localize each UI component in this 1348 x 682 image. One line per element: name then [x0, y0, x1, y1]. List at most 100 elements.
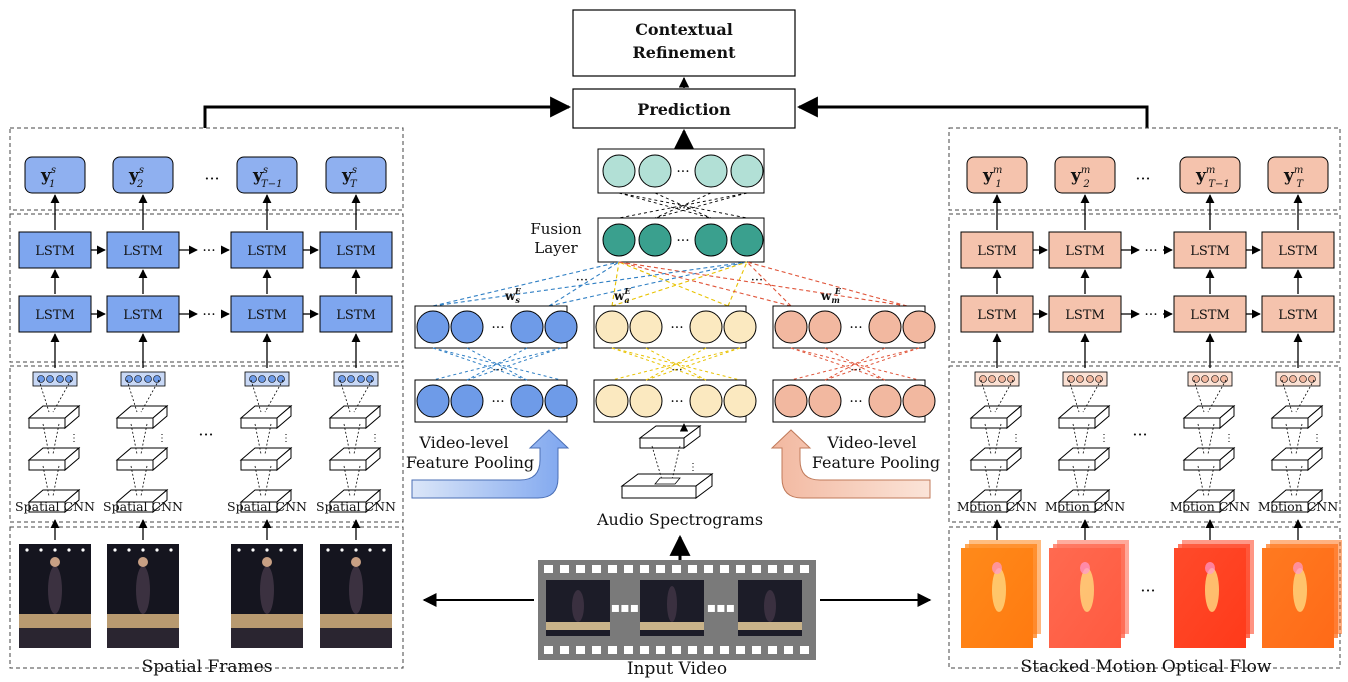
sprocket-hole: [672, 565, 681, 573]
pool-connection: [790, 347, 920, 381]
pool-connection: [645, 347, 707, 381]
fusion-input-connection: [611, 261, 620, 307]
svg-text:LSTM: LSTM: [336, 308, 376, 323]
pool-orange-bottom-node-2: [808, 384, 842, 418]
left-output-y: y: [40, 166, 52, 186]
right-lstm-1-1: LSTM: [960, 231, 1034, 269]
pool-yellow-top-node-2: [629, 310, 663, 344]
pool-connection: [611, 347, 741, 381]
left-lstm-1-3: LSTM: [230, 231, 304, 269]
right-feature-vector-3: [1187, 371, 1233, 387]
teal-mid-ellipsis: ···: [676, 233, 689, 249]
spatial-frame-3: [231, 544, 303, 648]
center-fusion: ··· ··· ··· Fusion Layer ···············…: [406, 148, 940, 679]
pool-mid-ellipsis: ···: [671, 363, 682, 377]
right-cnn-label-1: Motion CNN: [957, 499, 1037, 514]
sprocket-hole: [640, 646, 649, 654]
fusion-label-line2: Layer: [534, 239, 578, 257]
pool-orange-top-node-4: [902, 310, 936, 344]
right-lstm-ellipsis: ···: [1144, 307, 1157, 323]
sprocket-hole: [720, 646, 729, 654]
left-output-ellipsis: ···: [204, 169, 219, 188]
right-output-y: y: [1070, 166, 1082, 186]
sprocket-hole: [544, 646, 553, 654]
pool-left-line1: Video-level: [418, 433, 508, 452]
sprocket-hole: [544, 565, 553, 573]
pool-mid-ellipsis: ···: [492, 363, 503, 377]
pool-yellow-bottom-node-1: [595, 384, 629, 418]
svg-text:LSTM: LSTM: [977, 308, 1017, 323]
right-lstm-1-2: LSTM: [1048, 231, 1122, 269]
teal-mid-node-1: [602, 223, 636, 257]
optical-flow-1: [961, 540, 1041, 648]
left-lstm-1-2: LSTM: [106, 231, 180, 269]
right-cnn-ellipsis: ···: [1132, 425, 1147, 444]
sprocket-hole: [560, 565, 569, 573]
right-lstm-2-2: LSTM: [1048, 295, 1122, 333]
teal-mid-node-3: [694, 223, 728, 257]
svg-text:ys1: ys1: [40, 165, 56, 190]
pool-connection: [790, 347, 920, 381]
sprocket-hole: [576, 565, 585, 573]
right-lstm-2-3: LSTM: [1173, 295, 1247, 333]
pool-orange-top-node-1: [774, 310, 808, 344]
pool-connection: [790, 347, 886, 381]
pool-mid-ellipsis: ···: [850, 363, 861, 377]
svg-text:LSTM: LSTM: [1190, 244, 1230, 259]
left-lstm-ellipsis: ···: [202, 243, 215, 259]
right-cnn-stack-1: [970, 379, 1022, 513]
right-cnn-label-3: Motion CNN: [1170, 499, 1250, 514]
sprocket-hole: [624, 646, 633, 654]
sprocket-hole: [800, 646, 809, 654]
left-cnn-ellipsis: ···: [198, 425, 213, 444]
right-flow-ellipsis: ···: [1140, 581, 1155, 600]
spatial-frame-2: [107, 544, 179, 648]
sprocket-hole: [624, 565, 633, 573]
right-cnn-stack-3: [1183, 379, 1235, 513]
svg-text:ysT: ysT: [341, 165, 358, 190]
pool-right-line2: Feature Pooling: [812, 453, 940, 472]
pool-orange-top-node-3: [868, 310, 902, 344]
fusion-input-connection: [432, 261, 620, 307]
svg-text:LSTM: LSTM: [1065, 244, 1105, 259]
svg-text:LSTM: LSTM: [1278, 244, 1318, 259]
fusion-connection: [618, 192, 748, 219]
right-feature-vector-2: [1062, 371, 1108, 387]
right-lstm-ellipsis: ···: [1144, 243, 1157, 259]
left-cnn-label-2: Spatial CNN: [103, 499, 183, 514]
sprocket-hole: [784, 565, 793, 573]
left-output-y: y: [252, 166, 264, 186]
optical-flow-3: [1174, 540, 1254, 648]
teal-mid-node-4: [730, 223, 764, 257]
svg-text:▪▪▪: ▪▪▪: [707, 600, 735, 616]
left-cnn-stack-2: [116, 379, 168, 513]
svg-text:▪▪▪: ▪▪▪: [611, 600, 639, 616]
sprocket-hole: [704, 646, 713, 654]
pool-blue-bottom-ellipsis: ···: [491, 394, 504, 410]
pool-connection: [432, 347, 528, 381]
left-lstm-1-1: LSTM: [18, 231, 92, 269]
pool-blue-bottom-node-2: [450, 384, 484, 418]
audio-label: Audio Spectrograms: [596, 510, 763, 529]
left-lstm-1-4: LSTM: [319, 231, 393, 269]
right-lstm-1-3: LSTM: [1173, 231, 1247, 269]
w-m-label: wmE: [820, 286, 842, 305]
fusion-mid-ellipsis: ···: [678, 201, 689, 215]
pool-right-line1: Video-level: [826, 433, 916, 452]
svg-text:LSTM: LSTM: [35, 244, 75, 259]
sprocket-hole: [720, 565, 729, 573]
sprocket-hole: [592, 565, 601, 573]
pool-blue-bottom-node-4: [544, 384, 578, 418]
pool-connection: [611, 347, 707, 381]
pool-connection: [466, 347, 528, 381]
sprocket-hole: [736, 565, 745, 573]
left-output-y: y: [341, 166, 353, 186]
pool-yellow-top-node-1: [595, 310, 629, 344]
left-lstm-2-3: LSTM: [230, 295, 304, 333]
fusion-input-connection: [432, 261, 748, 307]
